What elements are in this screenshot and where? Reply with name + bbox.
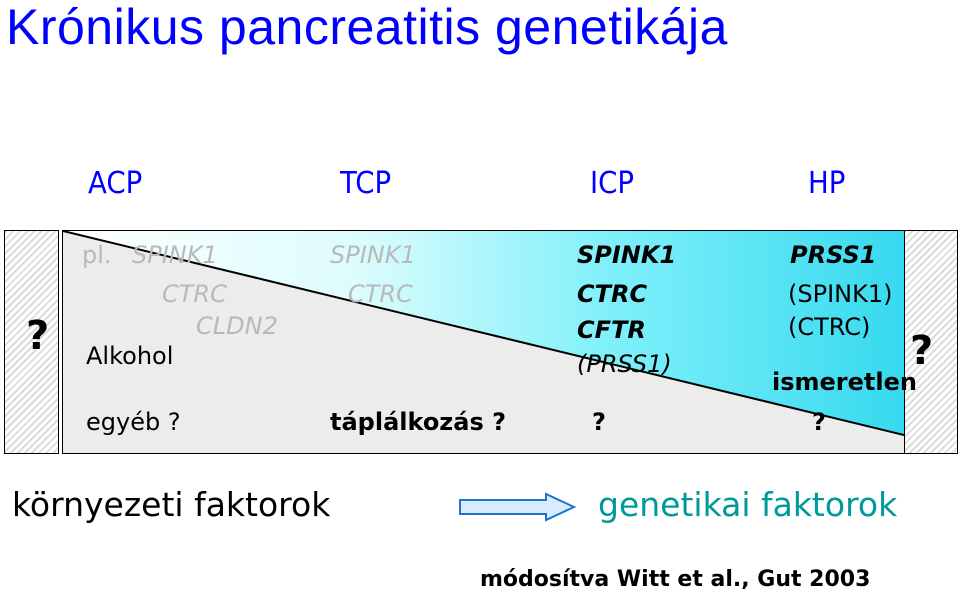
acp-gene-cldn2: CLDN2 xyxy=(196,312,278,340)
column-header-tcp: TCP xyxy=(340,166,392,201)
left-hatched-bar xyxy=(4,230,59,454)
column-header-hp: HP xyxy=(808,166,846,201)
left-question-mark: ? xyxy=(26,313,50,359)
hp-other: ? xyxy=(812,408,826,436)
environmental-factors-label: környezeti faktorok xyxy=(12,485,331,524)
icp-gene-prss1: (PRSS1) xyxy=(577,350,672,378)
acp-gene-ctrc: CTRC xyxy=(162,280,227,308)
right-arrow-icon xyxy=(459,492,577,522)
column-header-acp: ACP xyxy=(88,166,143,201)
environmental-triangle xyxy=(63,231,904,453)
gradient-panel xyxy=(62,230,905,454)
diagonal-divider-line xyxy=(63,231,904,436)
hp-unknown: ismeretlen xyxy=(772,368,917,396)
panel-divider xyxy=(63,231,904,453)
tcp-nutrition: táplálkozás ? xyxy=(330,408,507,436)
arrow-shape xyxy=(459,492,577,522)
acp-other: egyéb ? xyxy=(86,408,181,436)
column-header-icp: ICP xyxy=(590,166,635,201)
acp-alcohol: Alkohol xyxy=(86,342,174,370)
icp-gene-ctrc: CTRC xyxy=(577,280,648,308)
icp-other: ? xyxy=(592,408,606,436)
genetic-factors-label: genetikai faktorok xyxy=(598,485,898,524)
hp-gene-spink1: (SPINK1) xyxy=(788,280,893,308)
acp-gene-spink1: SPINK1 xyxy=(132,241,218,269)
right-question-mark: ? xyxy=(910,328,934,374)
source-citation: módosítva Witt et al., Gut 2003 xyxy=(480,567,871,592)
icp-gene-cftr: CFTR xyxy=(577,316,646,344)
tcp-gene-spink1: SPINK1 xyxy=(330,241,416,269)
acp-prefix: pl. xyxy=(82,241,112,269)
page-title: Krónikus pancreatitis genetikája xyxy=(6,0,728,55)
hp-gene-ctrc: (CTRC) xyxy=(788,313,871,341)
hp-gene-prss1: PRSS1 xyxy=(790,241,877,269)
icp-gene-spink1: SPINK1 xyxy=(577,241,677,269)
tcp-gene-ctrc: CTRC xyxy=(348,280,413,308)
